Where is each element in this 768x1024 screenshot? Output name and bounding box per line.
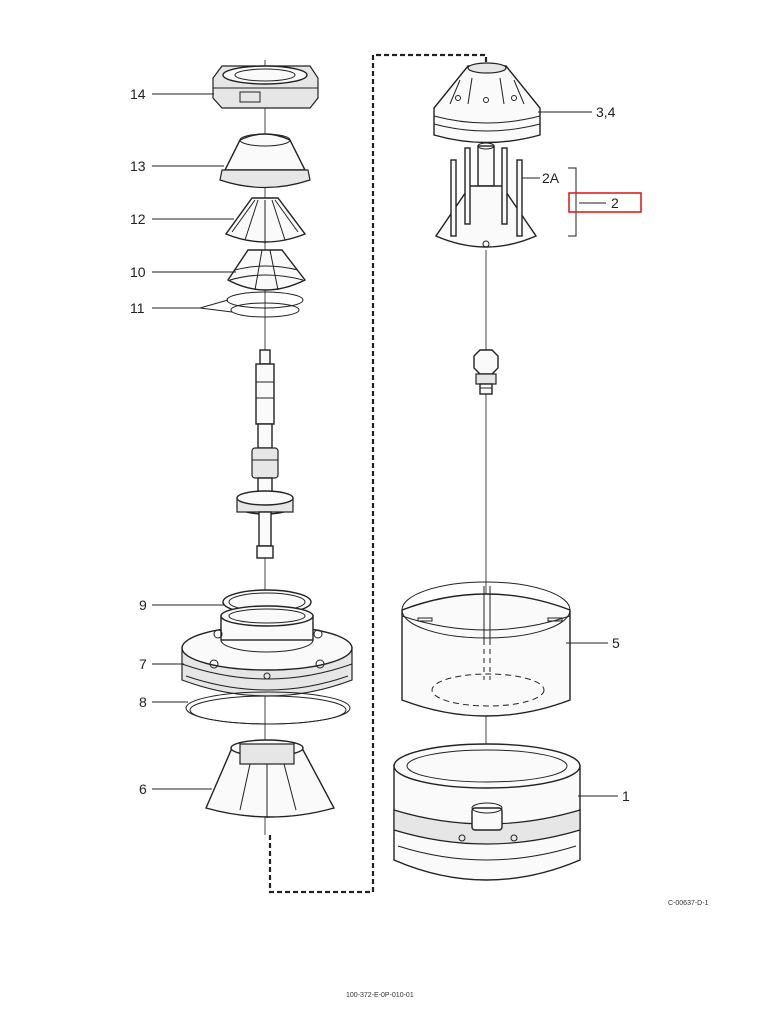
leader-lines (152, 93, 618, 797)
drawing-reference: C-00637-D-1 (668, 900, 709, 907)
plug-screw (473, 349, 499, 395)
callout-12: 12 (130, 211, 146, 227)
callout-7: 7 (139, 656, 147, 672)
part-3-4-nozzle-cap (433, 62, 541, 144)
callout-5: 5 (612, 635, 620, 651)
document-number: 100-372-E-0P-010-01 (346, 992, 414, 999)
part-14-lock-nut (212, 65, 319, 109)
valve-stem (236, 349, 294, 559)
callout-13: 13 (130, 158, 146, 174)
part-13-cap (219, 133, 311, 189)
callout-11: 11 (130, 300, 145, 316)
callout-8: 8 (139, 694, 147, 710)
part-1-base (393, 743, 581, 881)
callout-2: 2 (611, 195, 619, 211)
callout-1: 1 (622, 788, 630, 804)
callout-3-4: 3,4 (596, 104, 616, 120)
callout-9: 9 (139, 597, 147, 613)
assembly-connector-dashed (268, 53, 488, 894)
part-2a-diffuser (434, 142, 538, 248)
part-10-cone-ring (226, 249, 307, 291)
part-8-o-ring (185, 691, 351, 725)
part-5-sleeve (401, 581, 571, 717)
callout-6: 6 (139, 781, 147, 797)
callout-2a: 2A (542, 170, 560, 186)
callout-14: 14 (130, 86, 146, 102)
bracket-2 (568, 167, 577, 237)
part-7-housing (181, 605, 353, 697)
callout-10: 10 (130, 264, 146, 280)
part-6-skirt (205, 739, 336, 818)
highlight-box-2 (568, 192, 642, 213)
part-12-slotted-cone (224, 197, 307, 244)
